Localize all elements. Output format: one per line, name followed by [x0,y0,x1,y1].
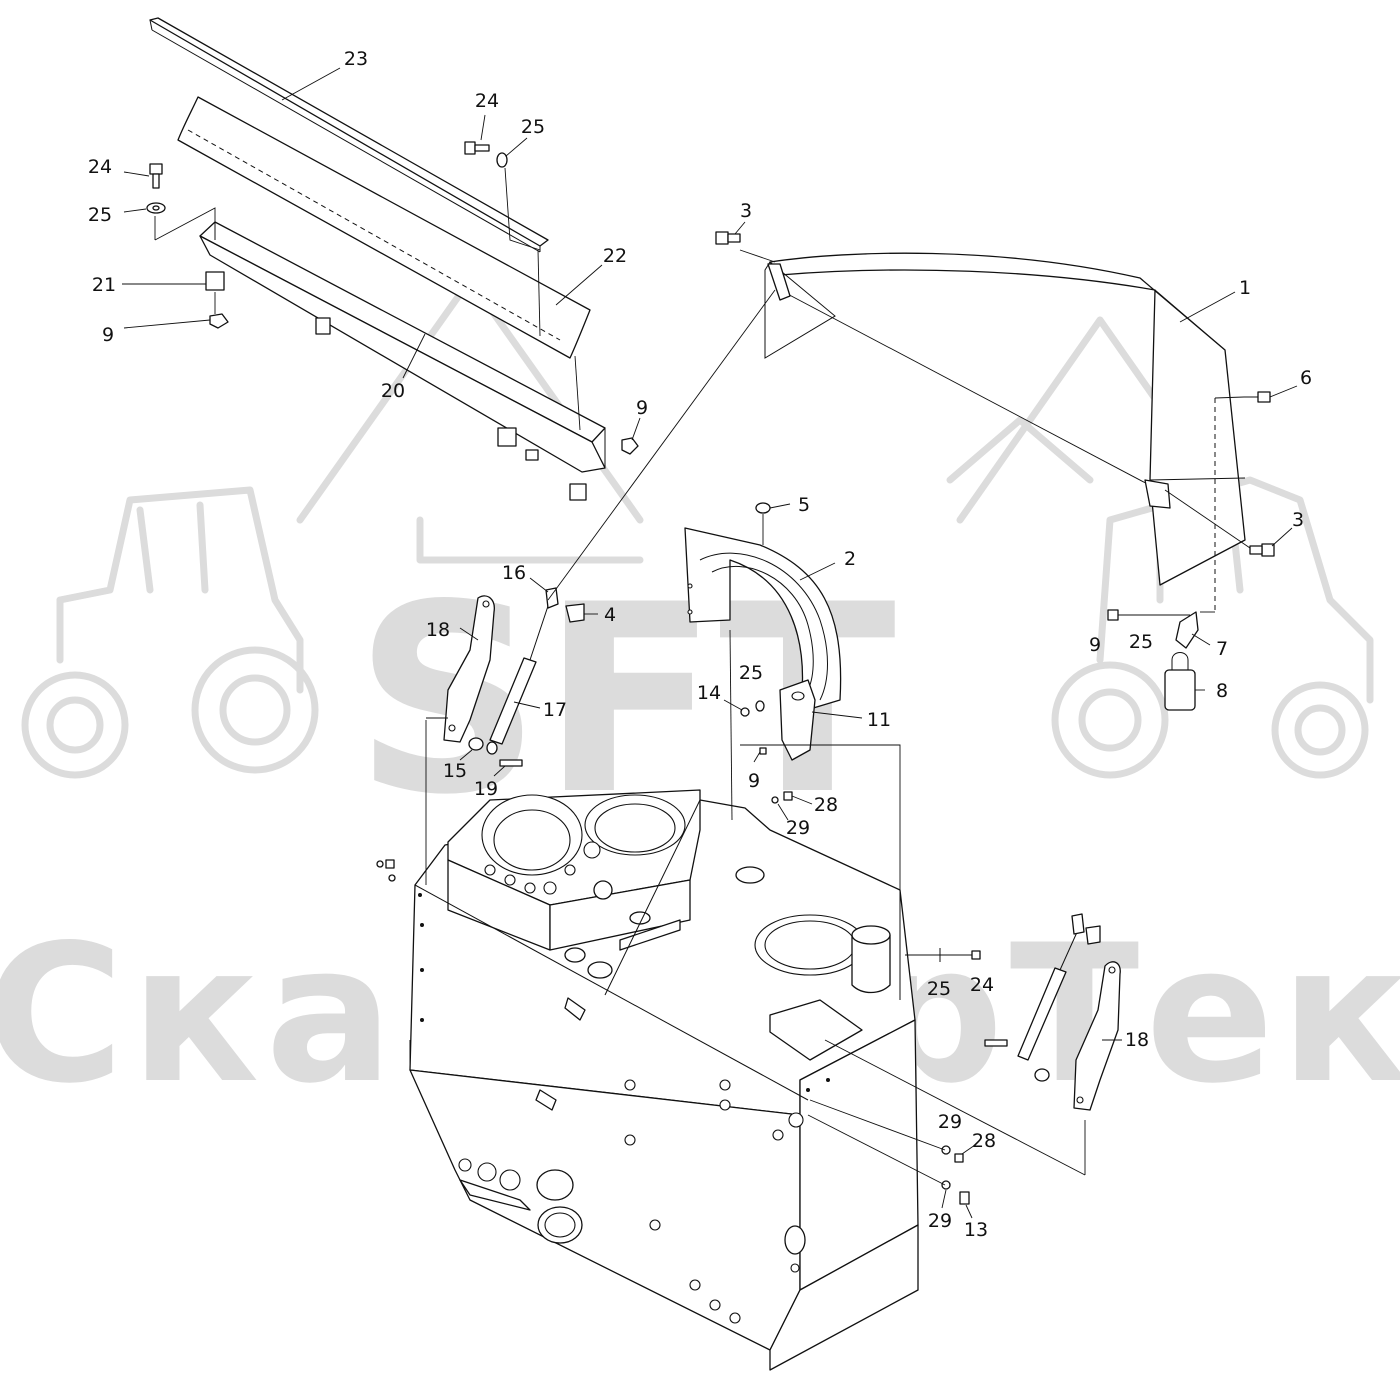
washer-25-top [496,152,508,168]
callout-16: 16 [502,562,526,584]
callout-3-top: 3 [740,200,752,222]
right-fasteners [376,791,981,1205]
nut-9-latch [1107,609,1190,621]
callout-24-left: 24 [88,156,112,178]
callout-2: 2 [844,548,856,570]
callout-21: 21 [92,274,116,296]
callout-9-right: 9 [636,397,648,419]
callout-28-right: 28 [972,1130,996,1152]
bolt-3-left [715,231,741,245]
callout-18-right: 18 [1125,1029,1149,1051]
part-11-bracket [779,679,816,761]
callout-29-top: 29 [786,817,810,839]
callout-25-left: 25 [88,204,112,226]
part-18-arm-right [1073,961,1121,1111]
callout-25-latch: 25 [1129,631,1153,653]
part-17-gas-strut [489,605,549,745]
nut-9-left [209,313,229,329]
callout-25-middle: 25 [739,662,763,684]
main-housing [409,789,919,1371]
bolt-6 [1244,391,1271,403]
callout-6: 6 [1300,367,1312,389]
callout-7: 7 [1216,638,1228,660]
callout-9-latch: 9 [1089,634,1101,656]
bolt-24-left [149,163,163,189]
housing-leaders [425,629,1086,1186]
callout-18-left: 18 [426,619,450,641]
callout-29-right: 29 [938,1111,962,1133]
callout-23: 23 [344,48,368,70]
washer-25-left [146,202,166,214]
callout-9-left: 9 [102,324,114,346]
callout-14: 14 [697,682,721,704]
callout-13: 13 [964,1219,988,1241]
padlock-8-icon [1164,652,1196,711]
part-1-hood [764,252,1246,612]
callout-24-right: 24 [970,974,994,996]
callout-25-top: 25 [521,116,545,138]
part-18-arm-left [443,595,495,743]
callout-9-middle: 9 [748,770,760,792]
part-15-19-fasteners [468,737,523,767]
part-22-cover [177,96,591,359]
callout-25-right: 25 [927,978,951,1000]
latch-7 [1175,611,1199,649]
watermark-tractor-left-icon [21,486,319,779]
nut-9-right [621,437,639,455]
part-16-ball-end [545,587,559,609]
callout-1: 1 [1239,277,1251,299]
strut-link-leader [547,289,776,601]
callout-4: 4 [604,604,616,626]
callout-15: 15 [443,760,467,782]
callout-20: 20 [381,380,405,402]
callout-11: 11 [867,709,891,731]
watermark-excavator-icon [296,276,1244,564]
gas-strut-right [984,913,1101,1082]
callout-29-bottom: 29 [928,1210,952,1232]
callout-17: 17 [543,699,567,721]
callout-5: 5 [798,494,810,516]
part-20-bracket [199,221,606,473]
top-left-leaders [154,167,581,431]
bolt-3-right [1249,543,1275,557]
callout-22: 22 [603,245,627,267]
callout-24-top: 24 [475,90,499,112]
part-14-25-fasteners [740,700,767,755]
callout-19: 19 [474,778,498,800]
bolt-24-top [464,141,490,155]
part-23-strip [149,17,549,253]
callout-labels: 23 24 25 24 25 22 21 9 20 9 3 1 6 3 5 2 [88,48,1312,1241]
part-4-clip [565,603,585,623]
cap-5 [755,502,771,545]
hood-leaders [739,249,1251,613]
callout-28-top: 28 [814,794,838,816]
callout-8: 8 [1216,680,1228,702]
callout-3-right: 3 [1292,509,1304,531]
